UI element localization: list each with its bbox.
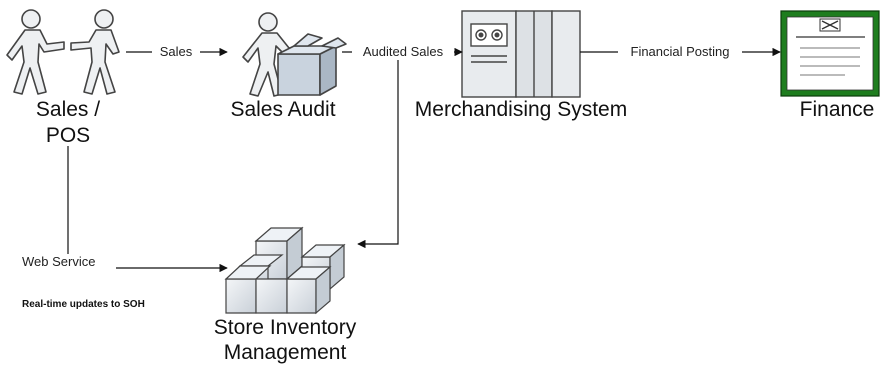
finance-label: Finance (800, 98, 875, 121)
web-service-edge-label: Web Service (22, 254, 95, 269)
store-inventory-label-line1: Store Inventory (214, 316, 357, 339)
certificate-icon (780, 10, 880, 97)
merchandising-system-label: Merchandising System (415, 98, 627, 121)
stacked-boxes-icon (224, 226, 346, 315)
web-service-arrow (67, 146, 228, 273)
person-packing-box-icon (242, 12, 347, 97)
sales-edge-label: Sales (160, 44, 193, 59)
sales-pos-label-line2: POS (46, 124, 90, 147)
mainframe-server-icon (461, 10, 581, 98)
audited-sales-to-inventory-arrow (357, 60, 399, 249)
soh-note: Real-time updates to SOH (22, 299, 145, 310)
handshake-people-icon (6, 9, 120, 95)
financial-posting-edge-label: Financial Posting (631, 44, 730, 59)
sales-audit-label: Sales Audit (230, 98, 335, 121)
audited-sales-edge-label: Audited Sales (363, 44, 444, 59)
sales-pos-label-line1: Sales / (36, 98, 100, 121)
store-inventory-label-line2: Management (224, 341, 347, 364)
